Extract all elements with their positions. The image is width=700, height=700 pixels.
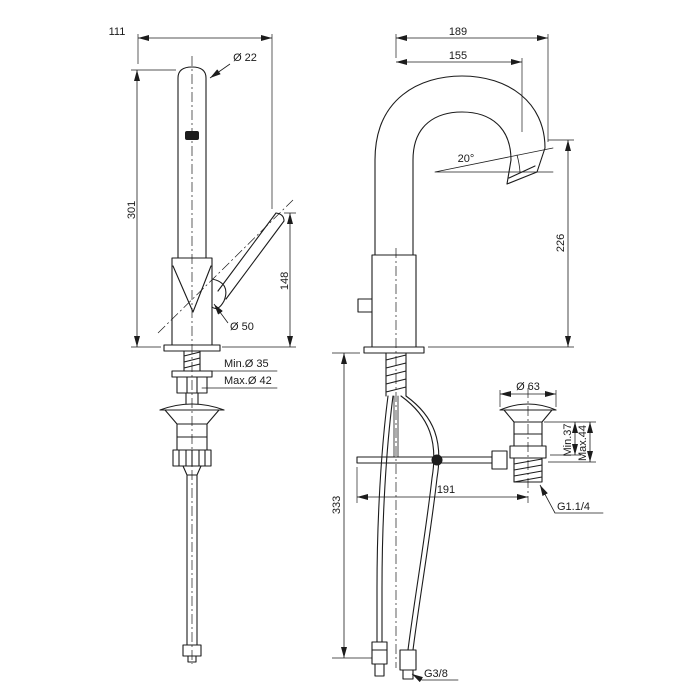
front-dim-spout-angle: 20° [434, 147, 554, 173]
front-view: 189 155 20° 226 333 191 [331, 26, 604, 683]
front-drain-assembly [499, 403, 557, 483]
front-dim-drain-thread-label: G1.1/4 [557, 501, 590, 513]
front-dim-spout-reach-label: 155 [449, 50, 467, 62]
side-popup-drain [159, 403, 225, 663]
front-dim-drain-offset-label: 191 [437, 484, 455, 496]
side-dim-body-diameter: Ø 50 [213, 303, 254, 333]
side-dim-hole-max-label: Max.Ø 42 [224, 375, 272, 387]
side-dim-handle-height: 148 [222, 212, 296, 348]
side-dim-handle-height-label: 148 [279, 272, 291, 290]
front-spout-curve [374, 75, 546, 256]
front-popup-rod [356, 395, 508, 470]
front-dim-drain-diameter-label: Ø 63 [516, 381, 540, 393]
side-dim-height-label: 301 [126, 201, 138, 219]
front-dim-spout-angle-label: 20° [458, 153, 475, 165]
front-dim-supply-thread-label: G3/8 [424, 668, 448, 680]
front-threaded-shank [385, 352, 407, 397]
front-dim-drain-offset: 191 [356, 467, 528, 503]
front-supply-hose-right [399, 395, 440, 680]
front-dim-spout-height-label: 226 [555, 234, 567, 252]
side-dim-hole-max: Max.Ø 42 [201, 375, 278, 389]
side-aerator-mark [185, 131, 199, 140]
front-dim-drain-max-label: Max.44 [577, 425, 589, 461]
side-undercounter-fittings [171, 350, 213, 405]
side-dim-width-label: 111 [109, 26, 126, 38]
front-body [357, 254, 425, 354]
side-handle-lever [211, 212, 285, 310]
side-dim-width: 111 [109, 26, 273, 209]
front-dim-drain-diameter: Ø 63 [499, 381, 557, 407]
front-dim-drain-max: Max.44 [548, 422, 596, 463]
front-dim-width: 189 [395, 26, 549, 142]
side-dim-hole-min: Min.Ø 35 [201, 358, 278, 372]
side-dim-spout-diameter-label: Ø 22 [233, 52, 257, 64]
front-dim-spout-height: 226 [428, 139, 574, 348]
front-dim-under-height-label: 333 [331, 496, 343, 514]
side-body [163, 257, 221, 352]
side-dim-hole-min-label: Min.Ø 35 [224, 358, 269, 370]
side-handle-axis-centerline [157, 199, 294, 334]
front-dim-width-label: 189 [449, 26, 467, 38]
front-dim-spout-reach: 155 [396, 50, 523, 132]
front-dim-drain-min-label: Min.37 [562, 423, 574, 456]
side-dim-height: 301 [126, 69, 176, 348]
side-spout-pipe [177, 66, 207, 259]
front-supply-hose-left [371, 395, 394, 677]
front-dim-drain-thread: G1.1/4 [539, 484, 604, 514]
side-dim-body-diameter-label: Ø 50 [230, 321, 254, 333]
front-dim-supply-thread: G3/8 [411, 668, 459, 683]
side-dim-spout-diameter: Ø 22 [209, 52, 257, 79]
front-dim-under-height: 333 [331, 352, 372, 659]
side-view: 111 Ø 22 301 148 Ø 50 Min.Ø 35 Max.Ø 42 [109, 26, 296, 664]
